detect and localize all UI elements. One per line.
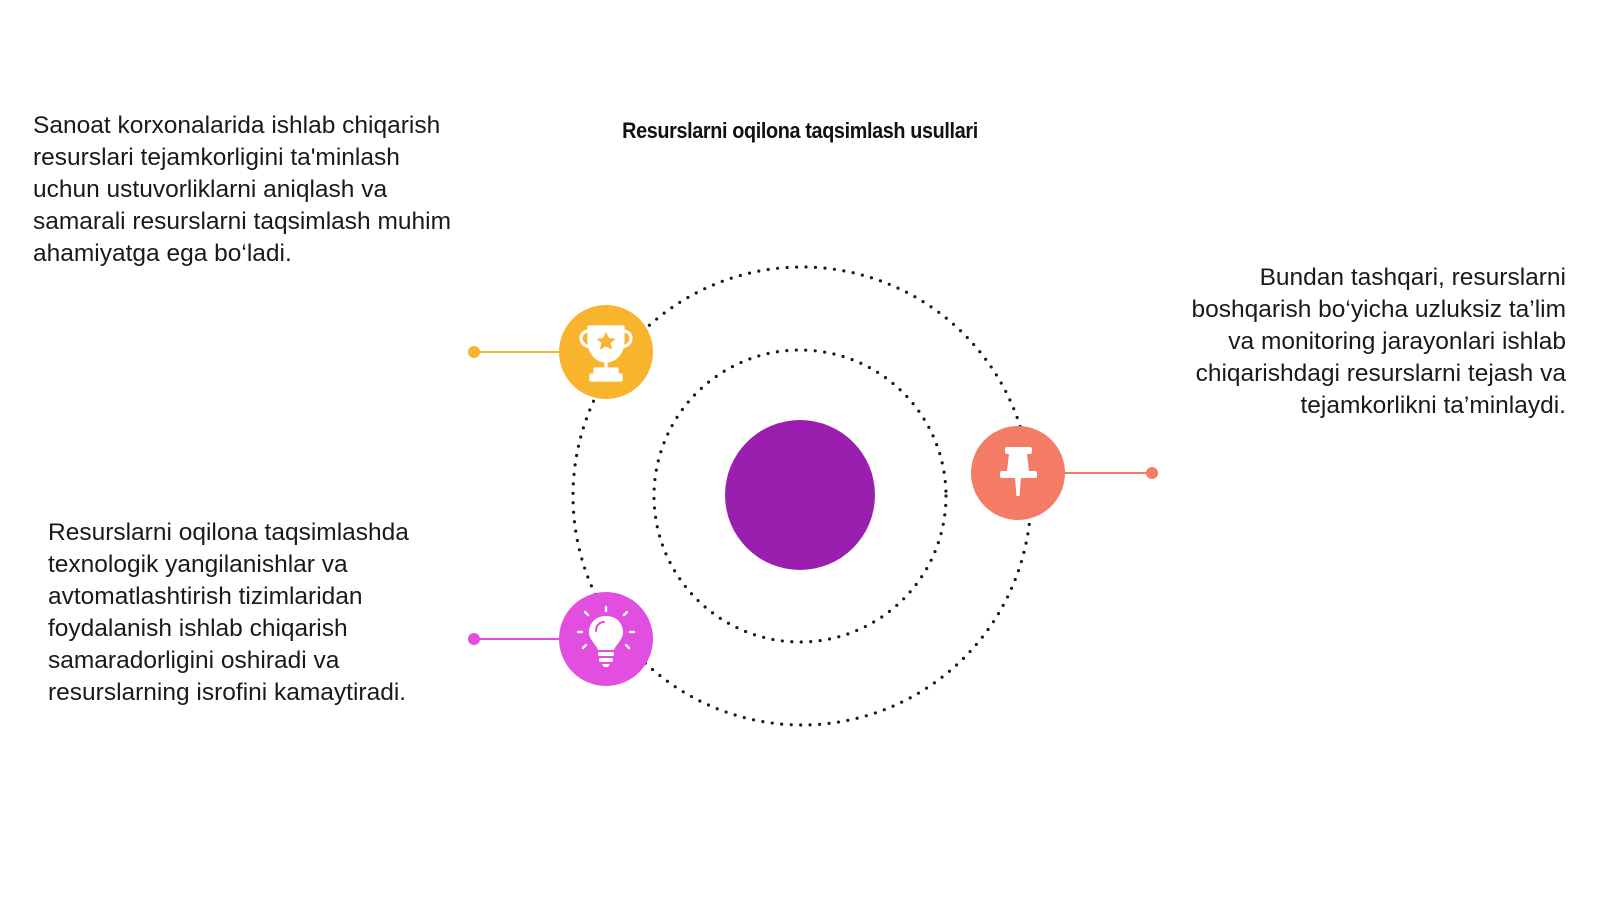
text-block-top-left: Sanoat korxonalarida ishlab chiqarish re… [33, 112, 451, 267]
center-circle [725, 420, 875, 570]
trophy-icon [579, 325, 633, 382]
connector-top-left [468, 346, 562, 358]
pushpin-icon [1000, 447, 1037, 496]
node-lightbulb [559, 592, 653, 686]
connector-bottom-left [468, 633, 562, 645]
inner-orbit [652, 348, 948, 644]
node-trophy [559, 305, 653, 399]
text-block-right: Bundan tashqari, resurslarni boshqarish … [1191, 264, 1566, 419]
node-pushpin [971, 426, 1065, 520]
text-block-bottom-left: Resurslarni oqilona taqsimlashda texnolo… [48, 519, 409, 706]
connector-right [1060, 467, 1158, 479]
diagram-title: Resurslarni oqilona taqsimlash usullari [622, 118, 978, 143]
lightbulb-icon [576, 605, 636, 667]
